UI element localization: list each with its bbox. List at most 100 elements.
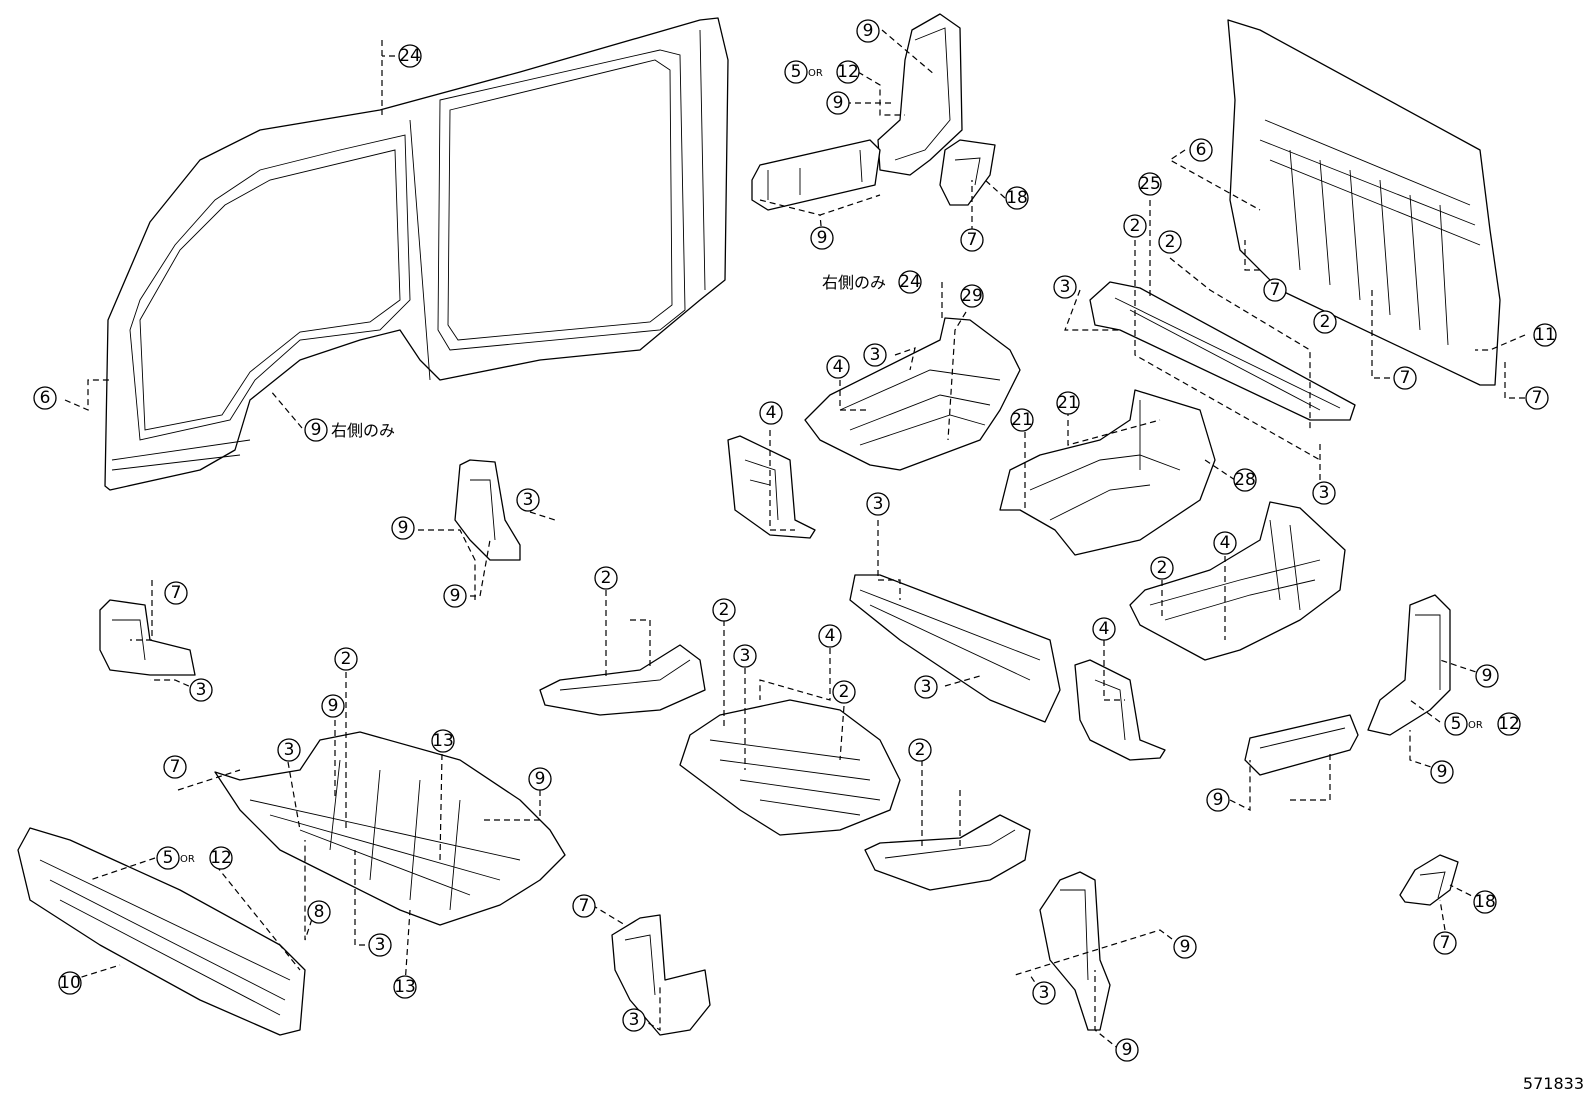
callout-21-a: 21 <box>1056 391 1080 415</box>
svg-text:18: 18 <box>1474 892 1496 912</box>
svg-text:25: 25 <box>1139 174 1161 194</box>
svg-text:7: 7 <box>1532 388 1543 408</box>
callout-9-g: 9 <box>1475 664 1499 688</box>
svg-text:4: 4 <box>1099 619 1110 639</box>
svg-text:7: 7 <box>170 757 181 777</box>
gusset-lower-right <box>1399 854 1459 906</box>
svg-text:3: 3 <box>284 740 295 760</box>
rear-floor-pan <box>1129 501 1346 661</box>
note-right-side-only-b: 右側のみ <box>822 273 886 292</box>
pillar-bracket-upper <box>877 13 963 176</box>
floor-reinforcement-left <box>539 644 706 716</box>
svg-text:3: 3 <box>873 494 884 514</box>
callout-3-c: 3 <box>1312 481 1336 505</box>
svg-text:9: 9 <box>1213 790 1224 810</box>
callout-9-c: 9 <box>810 226 834 250</box>
callout-9-b: 9 <box>826 91 850 115</box>
svg-text:12: 12 <box>1498 714 1520 734</box>
svg-text:3: 3 <box>629 1010 640 1030</box>
callout-7-d: 7 <box>1525 386 1549 410</box>
callout-7-g: 7 <box>572 894 596 918</box>
callout-9-m: 9 <box>1115 1038 1139 1062</box>
svg-text:9: 9 <box>1180 937 1191 957</box>
svg-text:9: 9 <box>311 420 322 440</box>
diagram-id: 571833 <box>1522 1074 1584 1093</box>
svg-text:29: 29 <box>961 286 983 306</box>
rear-cross-sill <box>1089 281 1356 421</box>
callout-2-e: 2 <box>1150 556 1174 580</box>
svg-text:13: 13 <box>394 977 416 997</box>
inner-panel-right <box>1074 659 1166 761</box>
svg-text:3: 3 <box>921 677 932 697</box>
svg-text:5: 5 <box>791 62 802 82</box>
callout-3-j: 3 <box>368 933 392 957</box>
gusset-upper <box>939 139 996 206</box>
callout-5-c: 5 <box>156 846 180 870</box>
svg-text:7: 7 <box>1270 280 1281 300</box>
callout-9-k: 9 <box>1206 788 1230 812</box>
callout-2-b: 2 <box>1158 230 1182 254</box>
svg-text:3: 3 <box>740 646 751 666</box>
svg-text:2: 2 <box>915 740 926 760</box>
callout-3-b: 3 <box>863 343 887 367</box>
callout-9-e: 9 <box>391 516 415 540</box>
callout-3-e: 3 <box>866 492 890 516</box>
callout-9-f: 9 <box>443 584 467 608</box>
svg-text:3: 3 <box>375 935 386 955</box>
bracket-left-7 <box>99 599 196 676</box>
pillar-bracket-lower-center <box>1039 871 1111 1031</box>
svg-text:9: 9 <box>863 21 874 41</box>
svg-text:9: 9 <box>328 696 339 716</box>
callout-5-a: 5 <box>784 60 808 84</box>
callout-9-j: 9 <box>528 767 552 791</box>
center-floor-pan <box>679 699 901 836</box>
callout-3-g: 3 <box>914 675 938 699</box>
callout-6-a: 6 <box>1189 138 1213 162</box>
svg-text:7: 7 <box>967 230 978 250</box>
svg-text:28: 28 <box>1234 470 1256 490</box>
or-label-a: OR <box>808 68 823 79</box>
callout-7-b: 7 <box>1263 278 1287 302</box>
svg-text:24: 24 <box>899 272 921 292</box>
svg-text:9: 9 <box>1122 1040 1133 1060</box>
svg-text:2: 2 <box>719 600 730 620</box>
callout-8: 8 <box>307 900 331 924</box>
svg-text:11: 11 <box>1534 325 1556 345</box>
callout-18-a: 18 <box>1005 186 1029 210</box>
center-cross-member <box>849 574 1061 723</box>
callout-3-k: 3 <box>622 1008 646 1032</box>
svg-text:7: 7 <box>579 896 590 916</box>
callout-9-i: 9 <box>1430 760 1454 784</box>
svg-text:4: 4 <box>825 626 836 646</box>
callout-3-f: 3 <box>189 678 213 702</box>
or-label-c: OR <box>180 854 195 865</box>
callout-9-a: 9 <box>856 19 880 43</box>
svg-text:6: 6 <box>1196 140 1207 160</box>
svg-text:9: 9 <box>817 228 828 248</box>
svg-text:2: 2 <box>1157 558 1168 578</box>
callout-3-l: 3 <box>1032 981 1056 1005</box>
callout-2-f: 2 <box>712 598 736 622</box>
svg-text:9: 9 <box>450 586 461 606</box>
svg-text:21: 21 <box>1057 393 1079 413</box>
svg-text:4: 4 <box>833 357 844 377</box>
svg-text:3: 3 <box>196 680 207 700</box>
callout-5-b: 5 <box>1444 712 1468 736</box>
svg-text:3: 3 <box>870 345 881 365</box>
svg-text:4: 4 <box>1220 533 1231 553</box>
svg-text:5: 5 <box>163 848 174 868</box>
svg-text:10: 10 <box>59 973 81 993</box>
callout-29: 29 <box>960 284 984 308</box>
front-floor-assembly <box>214 731 566 926</box>
svg-text:2: 2 <box>839 682 850 702</box>
callout-12-b: 12 <box>1497 712 1521 736</box>
svg-text:9: 9 <box>1437 762 1448 782</box>
svg-text:6: 6 <box>40 388 51 408</box>
svg-text:2: 2 <box>341 649 352 669</box>
svg-text:2: 2 <box>1320 312 1331 332</box>
callout-9-l: 9 <box>1173 935 1197 959</box>
callout-2-a: 2 <box>1123 214 1147 238</box>
callout-10: 10 <box>58 971 82 995</box>
pillar-bracket-left <box>454 459 521 561</box>
